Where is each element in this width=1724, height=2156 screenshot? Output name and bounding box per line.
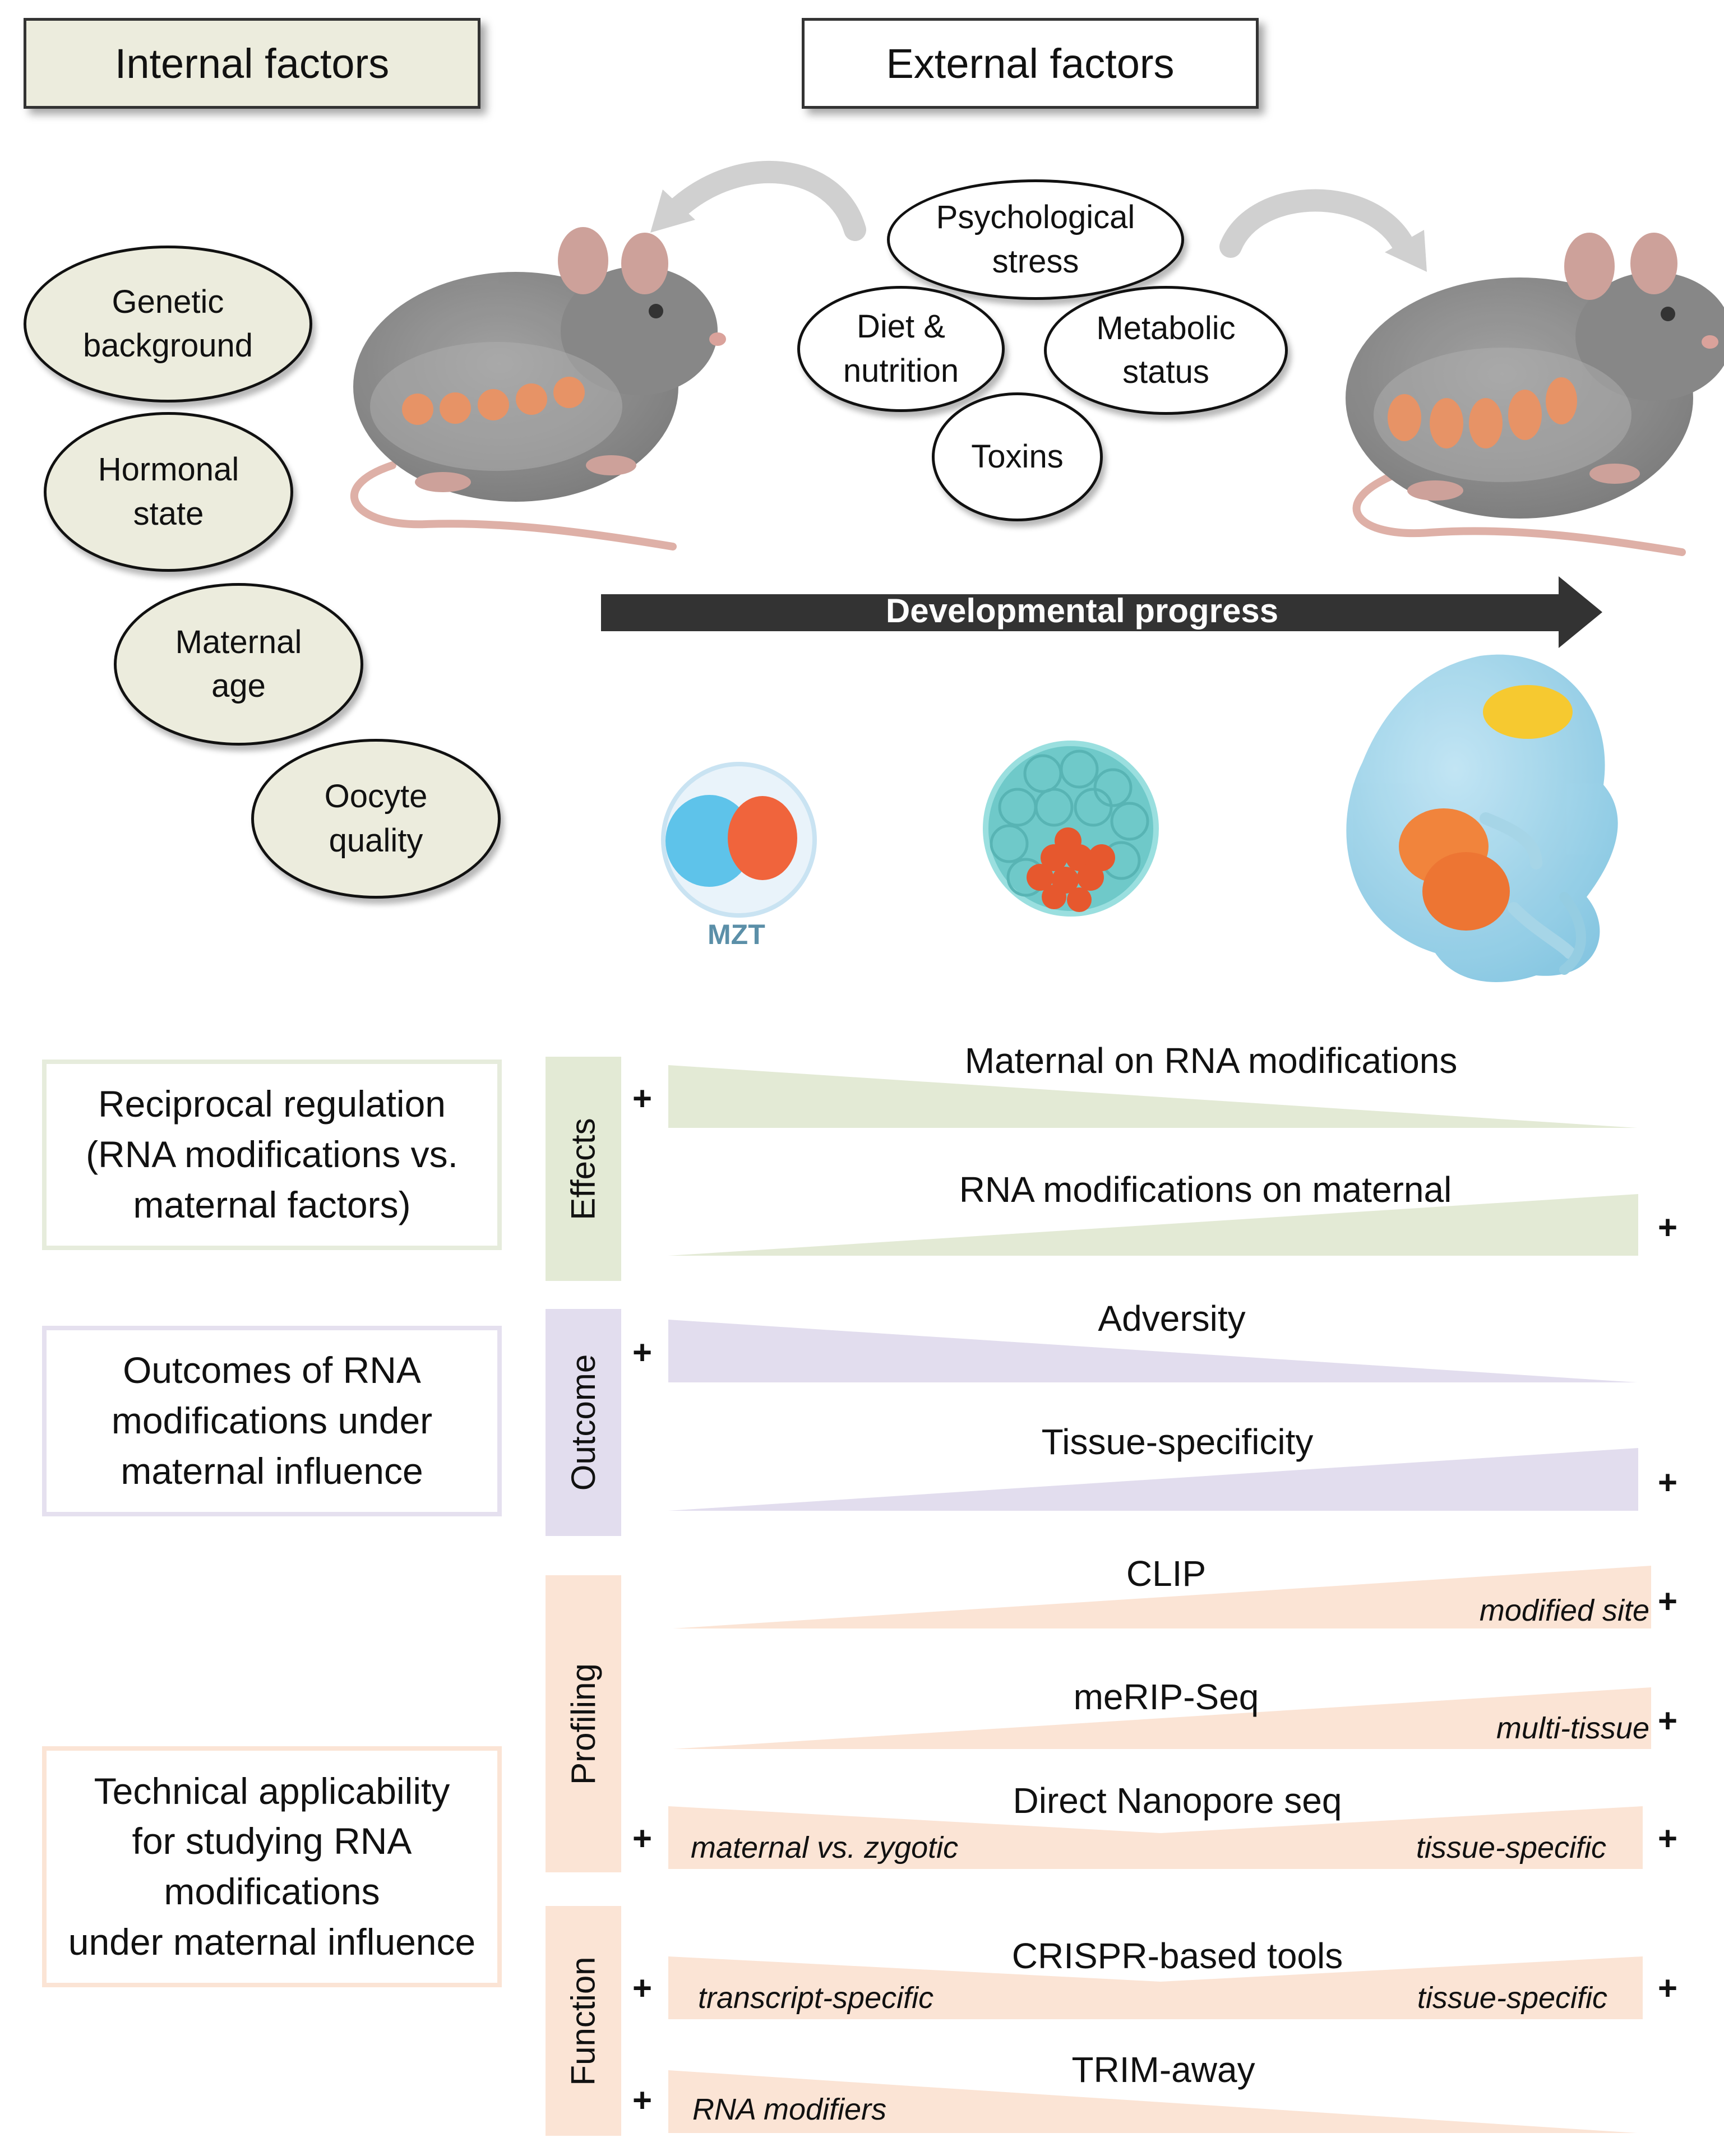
maternal-age-oval: Maternal age bbox=[114, 583, 363, 746]
tab-function: Function bbox=[546, 1906, 621, 2136]
tab-profiling: Profiling bbox=[546, 1575, 621, 1872]
external-factors-header: External factors bbox=[802, 18, 1259, 109]
tab-effects: Effects bbox=[546, 1057, 621, 1281]
plus-nanopore-left: + bbox=[632, 1820, 653, 1857]
plus-crispr-left: + bbox=[632, 1969, 653, 2007]
nanopore-left-note: maternal vs. zygotic bbox=[691, 1831, 959, 1864]
developmental-progress-label: Developmental progress bbox=[885, 592, 1279, 630]
gradient-crispr bbox=[668, 1956, 1643, 2019]
title-adversity: Adversity bbox=[1098, 1298, 1246, 1339]
crispr-right-note: tissue-specific bbox=[1417, 1981, 1607, 2015]
tab-outcome: Outcome bbox=[546, 1309, 621, 1536]
psychological-stress-oval: Psychological stress bbox=[887, 179, 1184, 300]
title-crispr: CRISPR-based tools bbox=[1011, 1936, 1343, 1976]
nanopore-right-note: tissue-specific bbox=[1416, 1831, 1606, 1864]
title-merip: meRIP-Seq bbox=[1073, 1677, 1259, 1717]
title-trim: TRIM-away bbox=[1071, 2049, 1255, 2090]
tab-function-label: Function bbox=[565, 1956, 603, 2086]
mouse-oocytes-illustration bbox=[350, 227, 726, 550]
tab-effects-label: Effects bbox=[565, 1117, 603, 1220]
plus-crispr-right: + bbox=[1658, 1969, 1678, 2007]
gradient-tissue-specificity bbox=[668, 1448, 1638, 1511]
title-maternal-on-rna: Maternal on RNA modifications bbox=[964, 1040, 1458, 1081]
diet-nutrition-oval: Diet & nutrition bbox=[797, 286, 1005, 412]
gradient-maternal-on-rna bbox=[668, 1065, 1637, 1128]
trim-left-note: RNA modifiers bbox=[692, 2093, 887, 2126]
curved-arrow-left bbox=[650, 160, 866, 241]
plus-clip: + bbox=[1658, 1583, 1678, 1620]
title-rna-on-maternal: RNA modifications on maternal bbox=[959, 1169, 1452, 1210]
reciprocal-regulation-box: Reciprocal regulation (RNA modifications… bbox=[42, 1060, 502, 1250]
title-nanopore: Direct Nanopore seq bbox=[1013, 1780, 1342, 1821]
zygote-mzt-illustration bbox=[661, 762, 817, 918]
technical-applicability-box: Technical applicability for studying RNA… bbox=[42, 1746, 502, 1987]
mzt-label: MZT bbox=[708, 919, 765, 950]
genetic-background-oval: Genetic background bbox=[24, 246, 312, 402]
internal-factors-header: Internal factors bbox=[24, 18, 480, 109]
gradient-adversity bbox=[668, 1320, 1637, 1382]
developmental-progress-arrow bbox=[601, 576, 1602, 648]
plus-tissue-specificity: + bbox=[1658, 1464, 1678, 1501]
crispr-left-note: transcript-specific bbox=[698, 1981, 934, 2015]
gradient-rna-on-maternal bbox=[668, 1194, 1638, 1256]
metabolic-status-oval: Metabolic status bbox=[1044, 286, 1288, 415]
plus-adversity: + bbox=[632, 1334, 653, 1371]
plus-maternal-on-rna: + bbox=[632, 1080, 653, 1117]
plus-merip: + bbox=[1658, 1702, 1678, 1739]
gradient-merip bbox=[673, 1687, 1651, 1749]
title-clip: CLIP bbox=[1126, 1553, 1207, 1594]
title-tissue-specificity: Tissue-specificity bbox=[1041, 1422, 1314, 1462]
merip-right-note: multi-tissue bbox=[1496, 1711, 1649, 1745]
outcomes-box: Outcomes of RNA modifications under mate… bbox=[42, 1326, 502, 1516]
clip-right-note: modified site bbox=[1479, 1594, 1649, 1627]
blastocyst-illustration bbox=[983, 741, 1159, 917]
plus-rna-on-maternal: + bbox=[1658, 1209, 1678, 1246]
gradient-clip bbox=[673, 1566, 1651, 1628]
tab-outcome-label: Outcome bbox=[565, 1354, 602, 1491]
gradient-nanopore bbox=[668, 1806, 1643, 1869]
gradient-trim bbox=[668, 2070, 1637, 2133]
mouse-pregnant-illustration bbox=[1346, 233, 1724, 556]
plus-nanopore-right: + bbox=[1658, 1820, 1678, 1857]
plus-trim: + bbox=[632, 2081, 653, 2119]
hormonal-state-oval: Hormonal state bbox=[44, 412, 293, 572]
oocyte-quality-oval: Oocyte quality bbox=[251, 739, 501, 899]
tab-profiling-label: Profiling bbox=[565, 1663, 602, 1785]
embryo-illustration bbox=[1346, 654, 1618, 982]
curved-arrow-right bbox=[1219, 189, 1427, 272]
toxins-oval: Toxins bbox=[932, 392, 1103, 521]
